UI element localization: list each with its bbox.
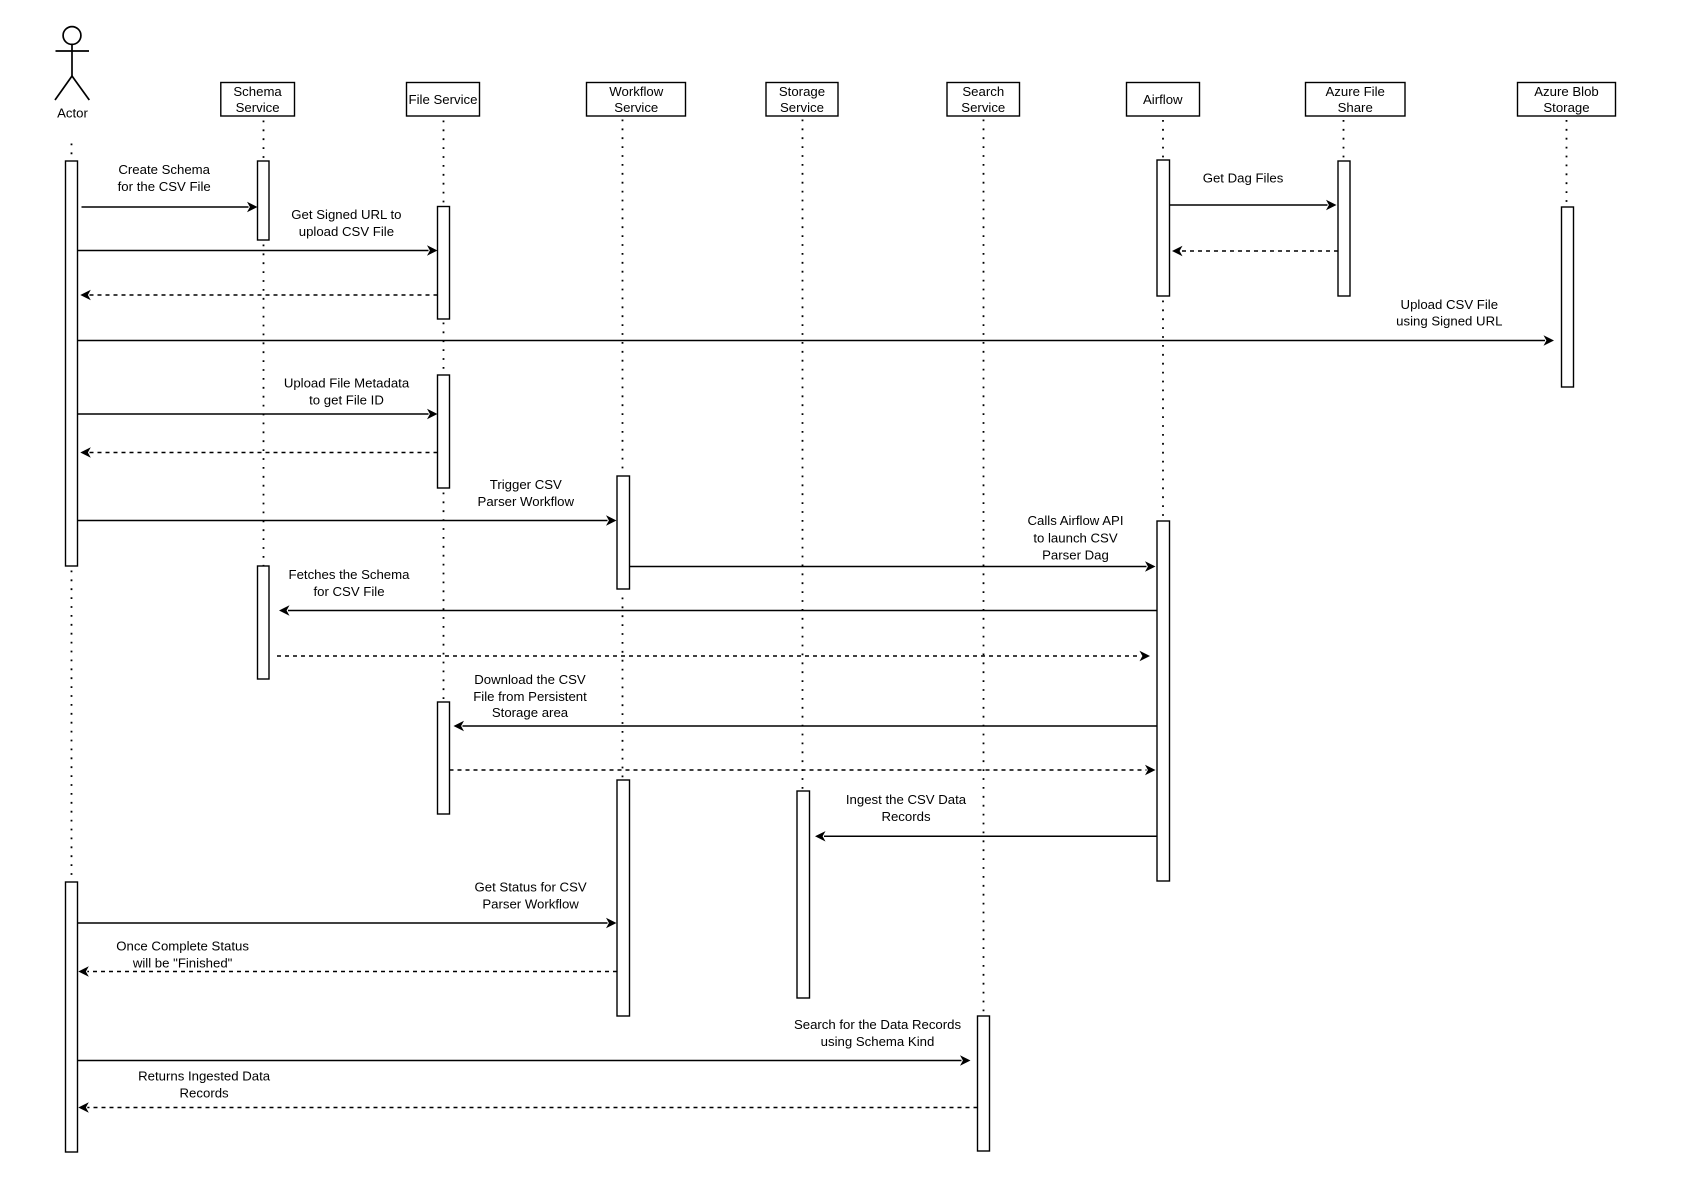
svg-text:for CSV File: for CSV File	[313, 584, 384, 599]
svg-text:upload CSV File: upload CSV File	[299, 224, 394, 239]
svg-text:Records: Records	[180, 1085, 230, 1100]
svg-text:Once Complete Status: Once Complete Status	[116, 939, 249, 954]
svg-text:Fetches the Schema: Fetches the Schema	[289, 567, 411, 582]
svg-text:File Service: File Service	[409, 92, 478, 107]
svg-text:Download the CSV: Download the CSV	[474, 672, 586, 687]
svg-text:Azure Blob: Azure Blob	[1534, 84, 1599, 99]
svg-text:Calls Airflow API: Calls Airflow API	[1027, 513, 1123, 528]
svg-text:Create Schema: Create Schema	[118, 162, 210, 177]
svg-text:Trigger CSV: Trigger CSV	[490, 477, 562, 492]
svg-text:Get Dag Files: Get Dag Files	[1203, 171, 1284, 186]
svg-text:Upload File Metadata: Upload File Metadata	[284, 376, 410, 391]
svg-text:using Schema Kind: using Schema Kind	[821, 1034, 935, 1049]
svg-text:Airflow: Airflow	[1143, 92, 1183, 107]
svg-text:to get File ID: to get File ID	[309, 393, 384, 408]
svg-text:Returns Ingested Data: Returns Ingested Data	[138, 1068, 271, 1083]
svg-text:will be "Finished": will be "Finished"	[132, 956, 233, 971]
svg-text:Get Status for CSV: Get Status for CSV	[475, 880, 587, 895]
svg-text:Schema: Schema	[233, 84, 282, 99]
svg-text:Storage: Storage	[1543, 100, 1589, 115]
svg-text:Parser Dag: Parser Dag	[1042, 547, 1109, 562]
svg-text:Parser Workflow: Parser Workflow	[478, 494, 575, 509]
svg-text:Search: Search	[962, 84, 1004, 99]
svg-text:Upload CSV File: Upload CSV File	[1401, 297, 1498, 312]
svg-text:Storage area: Storage area	[492, 705, 569, 720]
svg-text:to launch CSV: to launch CSV	[1033, 531, 1118, 546]
svg-text:Search for the Data Records: Search for the Data Records	[794, 1017, 962, 1032]
svg-text:Service: Service	[236, 100, 280, 115]
svg-text:Azure File: Azure File	[1326, 84, 1385, 99]
svg-text:Storage: Storage	[779, 84, 825, 99]
svg-text:File from Persistent: File from Persistent	[473, 689, 587, 704]
svg-text:Records: Records	[881, 809, 931, 824]
svg-text:Service: Service	[780, 100, 824, 115]
svg-text:Actor: Actor	[57, 106, 88, 121]
svg-text:Workflow: Workflow	[609, 84, 663, 99]
svg-text:for the CSV File: for the CSV File	[118, 179, 211, 194]
svg-text:Ingest the CSV Data: Ingest the CSV Data	[846, 792, 967, 807]
svg-text:Get Signed URL to: Get Signed URL to	[291, 207, 401, 222]
svg-text:Parser Workflow: Parser Workflow	[482, 897, 579, 912]
svg-text:Service: Service	[614, 100, 658, 115]
svg-text:Service: Service	[961, 100, 1005, 115]
svg-text:Share: Share	[1338, 100, 1373, 115]
svg-text:using Signed URL: using Signed URL	[1396, 314, 1502, 329]
